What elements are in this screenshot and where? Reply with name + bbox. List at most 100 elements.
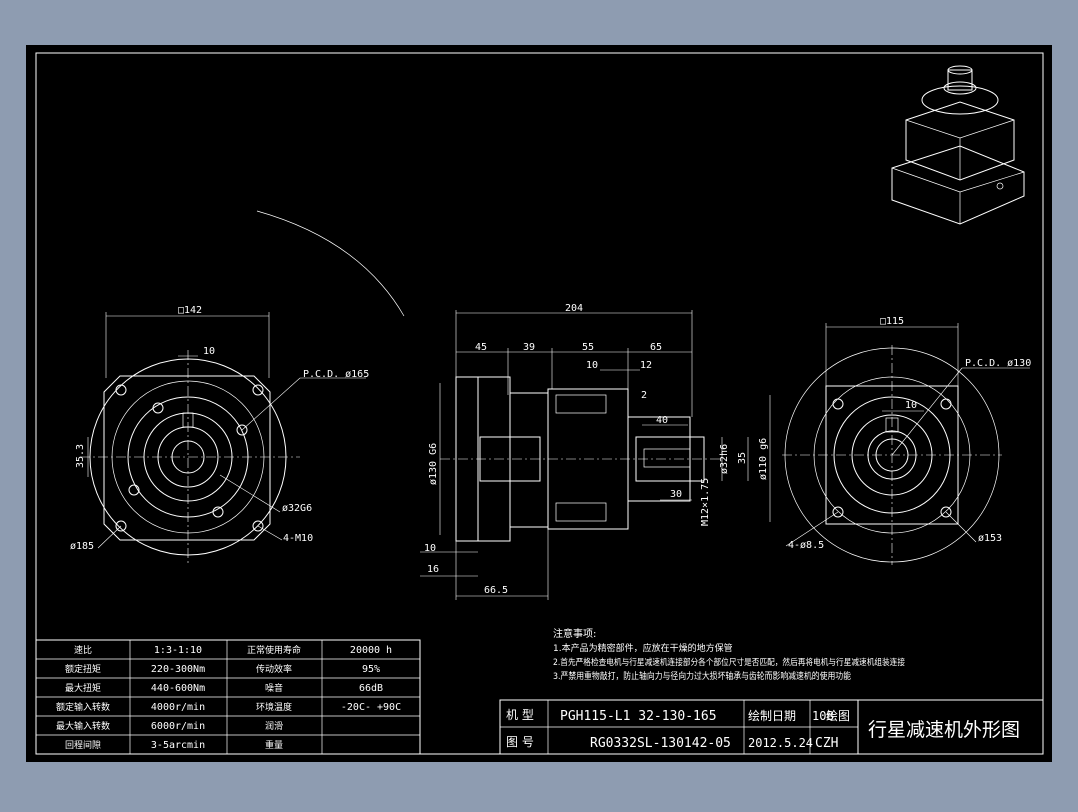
dim-30: 30 xyxy=(670,489,682,500)
tap-hole xyxy=(236,424,248,436)
dim-flange-130g6: ø130 G6 xyxy=(428,443,439,485)
spec-cell: 3-5arcmin xyxy=(151,740,205,751)
spec-cell: 最大输入转数 xyxy=(56,720,110,732)
dim-2: 2 xyxy=(641,390,647,401)
dim-pcd-165: P.C.D. ø165 xyxy=(303,369,369,380)
notes-line3: 3.严禁用重物敲打，防止轴向力与径向力过大损坏轴承与齿轮而影响减速机的使用功能 xyxy=(553,670,851,682)
front-view-right: □115 P.C.D. ø130 10 4-ø8.5 ø153 xyxy=(782,316,1031,565)
spec-cell: 6000r/min xyxy=(151,721,205,732)
dim-outer-153: ø153 xyxy=(978,533,1002,544)
dim-b16: 16 xyxy=(427,564,439,575)
spec-cell: 20000 h xyxy=(350,645,392,656)
drawing-title: 行星减速机外形图 xyxy=(868,719,1020,741)
dim-40: 40 xyxy=(656,415,668,426)
spec-cell: 最大扭矩 xyxy=(65,682,101,694)
dim-bolts-m10: 4-M10 xyxy=(283,533,313,544)
sheet-background xyxy=(26,45,1052,762)
dim-body-110g6: ø110 g6 xyxy=(758,438,769,480)
dim-outer-185: ø185 xyxy=(70,541,94,552)
leader xyxy=(945,511,977,543)
dim-65: 65 xyxy=(650,342,662,353)
spec-cell: 440-600Nm xyxy=(151,683,205,694)
dim-square-115: □115 xyxy=(880,316,904,327)
spec-cell: 66dB xyxy=(359,683,383,694)
shaft-key xyxy=(643,448,691,468)
leader xyxy=(257,525,283,541)
bolt-hole xyxy=(115,384,127,396)
scale-value: 10B xyxy=(812,709,834,723)
label-drawing-no: 图 号 xyxy=(506,735,534,749)
iso-shaft-top xyxy=(947,65,973,75)
dim-key-10: 10 xyxy=(203,346,215,357)
spec-cell: 重量 xyxy=(265,739,283,751)
dim-55: 55 xyxy=(582,342,594,353)
iso-flange xyxy=(921,85,999,115)
tap-hole xyxy=(152,402,164,414)
spec-cells: 速比 1:3-1:10 正常使用寿命 20000 h 额定扭矩 220-300Nm 传动效率… xyxy=(56,644,401,751)
notes-line2: 2.首先严格检查电机与行星减速机连接部分各个部位尺寸是否匹配，然后再将电机与行星… xyxy=(553,657,905,668)
iso-body xyxy=(905,101,1015,181)
spec-cell: 润滑 xyxy=(265,720,283,732)
dim-35-3: 35.3 xyxy=(75,444,86,468)
drafted-by-label: 绘制日期 xyxy=(748,708,796,723)
date-value: 2012.5.24 xyxy=(748,736,813,750)
dim-12: 12 xyxy=(640,360,652,371)
leader xyxy=(785,511,839,547)
spec-cell: 1:3-1:10 xyxy=(154,645,202,656)
housing-detail xyxy=(555,394,607,414)
tap-hole xyxy=(212,506,224,518)
isometric-view xyxy=(891,65,1025,225)
notes: 注意事项: 1.本产品为精密部件，应放在干燥的地方保管 2.首先严格检查电机与行… xyxy=(553,627,905,682)
dim-holes: 4-ø8.5 xyxy=(788,540,824,551)
bolt-hole xyxy=(940,398,952,410)
iso-hub xyxy=(943,81,977,95)
dim-shaft-32h6: ø32h6 xyxy=(719,444,730,474)
spec-cell: 回程间隙 xyxy=(65,739,101,751)
title-block: 机 型 PGH115-L1 32-130-165 图 号 RG0332SL-13… xyxy=(499,699,1044,755)
bolt-hole xyxy=(252,520,264,532)
bolt-hole xyxy=(940,506,952,518)
spec-cell: 传动效率 xyxy=(256,663,292,675)
iso-shaft xyxy=(947,69,973,91)
model-value: PGH115-L1 32-130-165 xyxy=(560,709,717,724)
spec-cell: 4000r/min xyxy=(151,702,205,713)
output-shaft xyxy=(635,436,705,482)
iso-hole xyxy=(996,182,1004,190)
dim-thread: M12×1.75 xyxy=(700,478,711,526)
bolt-hole xyxy=(832,506,844,518)
front-view-left: □142 10 P.C.D. ø165 35.3 ø32G6 ø185 4-M1… xyxy=(70,305,369,565)
drawing-label: 绘图 xyxy=(826,708,850,723)
spec-cell: 额定输入转数 xyxy=(56,701,110,713)
bolt-hole xyxy=(115,520,127,532)
notes-title: 注意事项: xyxy=(553,627,596,640)
label-model: 机 型 xyxy=(506,708,534,722)
spec-cell: 95% xyxy=(362,664,380,675)
dim-b10: 10 xyxy=(424,543,436,554)
spec-cell: 正常使用寿命 xyxy=(247,644,301,656)
spec-cell: 220-300Nm xyxy=(151,664,205,675)
spec-cell: 额定扭矩 xyxy=(65,663,101,675)
dim-pcd-130: P.C.D. ø130 xyxy=(965,358,1031,369)
bolt-hole xyxy=(252,384,264,396)
dim-key-10: 10 xyxy=(905,400,917,411)
housing-detail xyxy=(555,502,607,522)
dim-66-5: 66.5 xyxy=(484,585,508,596)
leader xyxy=(891,367,963,456)
construction-arc xyxy=(256,210,405,317)
dim-39: 39 xyxy=(523,342,535,353)
drawing-no-value: RG0332SL-130142-05 xyxy=(590,736,731,751)
spec-cell: 噪音 xyxy=(265,682,283,694)
spec-table xyxy=(35,639,421,755)
spec-cell: -20C- +90C xyxy=(341,702,401,713)
dim-204: 204 xyxy=(565,303,583,314)
side-view: 204 45 39 55 65 10 12 2 40 30 ø32h6 35 ø… xyxy=(420,303,771,600)
dim-bore-32g6: ø32G6 xyxy=(282,503,312,514)
notes-line1: 1.本产品为精密部件，应放在干燥的地方保管 xyxy=(553,642,733,654)
leader xyxy=(219,474,281,513)
spec-cell: 速比 xyxy=(74,644,92,656)
leader xyxy=(241,377,301,431)
bolt-hole xyxy=(832,398,844,410)
dim-45: 45 xyxy=(475,342,487,353)
